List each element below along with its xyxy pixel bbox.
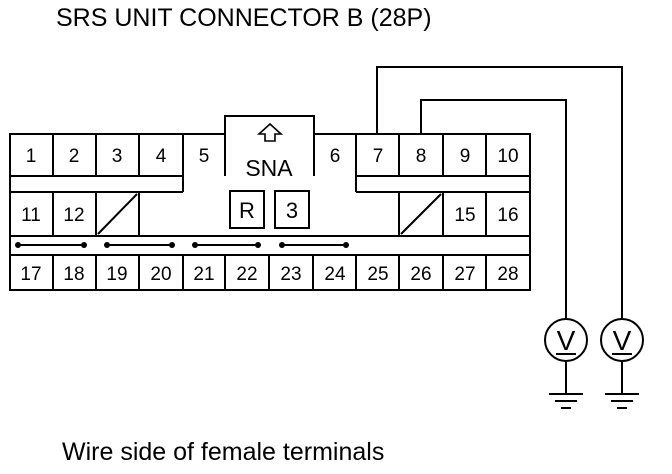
terminal-label: 10 <box>497 146 518 167</box>
sna-label: SNA <box>245 155 293 181</box>
empty-cavity-mark <box>97 193 138 235</box>
terminal-label: 18 <box>63 264 84 285</box>
terminal-label: 3 <box>112 146 123 167</box>
terminal-label: 17 <box>20 264 41 285</box>
center-box-r <box>229 190 265 229</box>
wire-terminal-7 <box>376 66 623 320</box>
empty-cavity-mark <box>400 193 442 235</box>
shorting-bar-dots <box>15 242 349 248</box>
wire-terminal-8 <box>420 99 567 320</box>
terminal-label: 19 <box>106 264 127 285</box>
center-box-r-label: R <box>239 198 255 223</box>
terminal-label: 8 <box>416 146 427 167</box>
ground-icon <box>605 393 639 409</box>
center-box-3 <box>274 190 310 229</box>
terminal-label: 9 <box>460 146 471 167</box>
terminal-label: 4 <box>156 146 167 167</box>
terminal-label: 16 <box>497 205 518 226</box>
terminal-label: 7 <box>373 146 384 167</box>
voltmeter-1-symbol: V <box>557 325 576 356</box>
terminal-label: 2 <box>69 146 80 167</box>
terminal-label: 27 <box>454 264 475 285</box>
terminal-label: 15 <box>454 205 475 226</box>
terminal-label: 20 <box>150 264 171 285</box>
terminal-label: 12 <box>63 205 84 226</box>
terminal-label: 21 <box>193 264 214 285</box>
terminal-label: 26 <box>410 264 431 285</box>
terminal-label: 28 <box>497 264 518 285</box>
terminal-label: 5 <box>199 146 210 167</box>
terminal-label: 11 <box>21 205 41 226</box>
terminal-label: 24 <box>324 264 346 285</box>
terminal-label: 25 <box>367 264 388 285</box>
voltmeter-2-symbol: V <box>613 325 632 356</box>
terminal-label: 1 <box>26 146 37 167</box>
diagram-caption: Wire side of female terminals <box>62 438 385 466</box>
diagram-title: SRS UNIT CONNECTOR B (28P) <box>56 4 432 32</box>
terminal-label: 22 <box>236 264 257 285</box>
terminal-label: 23 <box>280 264 301 285</box>
center-box-3-label: 3 <box>286 198 298 223</box>
ground-icon <box>549 393 583 409</box>
terminal-label: 6 <box>330 146 341 167</box>
up-arrow-icon <box>256 122 284 142</box>
